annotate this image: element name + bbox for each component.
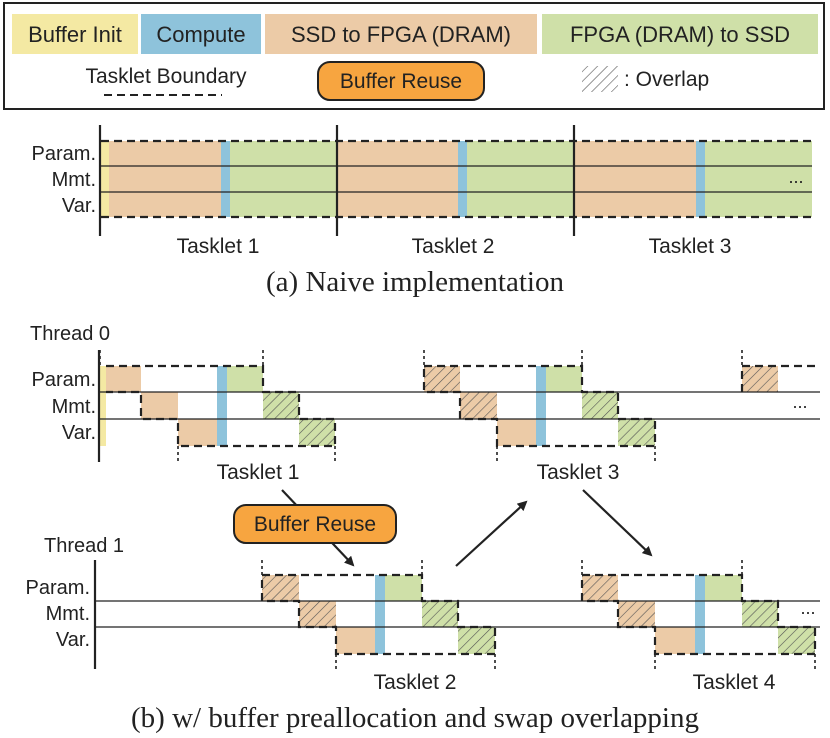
- thread-1-row-label-param: Param.: [26, 577, 90, 599]
- t1-tasklet2-fpga-var-overlap: [458, 627, 495, 654]
- t1-tasklet2-fpga-mmt-overlap: [422, 601, 458, 627]
- t1-tasklet2-ssd-mmt-overlap: [299, 601, 336, 627]
- t1-tasklet4-fpga-param: [705, 575, 742, 601]
- thread-0-buffer-init: [100, 366, 106, 446]
- panel-a: Param. Mmt. Var. ... Tasklet 1 Tasklet 2…: [32, 125, 814, 298]
- legend-label-buffer-reuse: Buffer Reuse: [340, 70, 462, 93]
- t1-tasklet2-ssd-var: [336, 627, 375, 654]
- t0-tasklet5-dashed-outline: [740, 364, 818, 392]
- arrow-tasklet2-to-tasklet3: [455, 500, 528, 567]
- t0-tasklet1-ssd-mmt: [141, 392, 178, 419]
- t0-tasklet3-fpga-mmt-overlap: [582, 392, 618, 419]
- thread-1-label: Thread 1: [44, 535, 124, 557]
- t1-tasklet4-ssd-mmt-overlap: [618, 601, 655, 627]
- t1-tasklet4-fpga-mmt-overlap: [742, 601, 778, 627]
- thread-0-row-label-var: Var.: [62, 422, 96, 444]
- panel-a-caption: (a) Naive implementation: [266, 266, 564, 298]
- t1-tasklet4-ssd-param-overlap: [582, 575, 618, 601]
- t0-tasklet-1-label: Tasklet 1: [217, 461, 300, 484]
- legend-label-fpga-to-ssd: FPGA (DRAM) to SSD: [570, 22, 790, 47]
- panel-a-t2-fpga-to-ssd: [467, 141, 574, 217]
- panel-a-tasklet-1-label: Tasklet 1: [177, 235, 260, 258]
- thread-0-row-label-param: Param.: [32, 369, 96, 391]
- t0-tasklet3-compute: [536, 366, 546, 446]
- panel-a-t2-compute: [458, 141, 467, 217]
- panel-a-tasklet-3-label: Tasklet 3: [649, 235, 732, 258]
- t1-tasklet2-fpga-param: [385, 575, 422, 601]
- t0-tasklet3-fpga-var-overlap: [618, 419, 655, 446]
- t1-tasklet4-fpga-var-overlap: [778, 627, 815, 654]
- panel-a-row-label-param: Param.: [32, 143, 96, 165]
- arrow-tasklet3-to-tasklet4: [582, 489, 653, 557]
- legend-swatch-buffer-init: [12, 14, 138, 54]
- panel-a-row-label-mmt: Mmt.: [52, 169, 96, 191]
- thread-1-ellipsis: ...: [800, 598, 815, 618]
- panel-a-ellipsis: ...: [788, 167, 803, 187]
- thread-0-ellipsis: ...: [792, 392, 807, 412]
- t1-tasklet-2-label: Tasklet 2: [374, 671, 457, 694]
- t0-tasklet1-fpga-var-overlap: [299, 419, 335, 446]
- t1-tasklet-4-label: Tasklet 4: [693, 671, 776, 694]
- panel-a-t1-ssd-to-fpga: [109, 141, 221, 217]
- t0-tasklet1-fpga-param: [227, 366, 263, 392]
- t0-tasklet1-ssd-var: [178, 419, 217, 446]
- panel-a-t3-compute: [696, 141, 705, 217]
- panel-a-tasklet-2-label: Tasklet 2: [412, 235, 495, 258]
- panel-b-arrows: Buffer Reuse: [233, 489, 653, 567]
- t0-tasklet3-ssd-mmt-overlap: [460, 392, 497, 419]
- panel-a-t1-fpga-to-ssd: [230, 141, 337, 217]
- panel-b-caption: (b) w/ buffer preallocation and swap ove…: [131, 702, 699, 734]
- panel-a-row-label-var: Var.: [62, 195, 96, 217]
- buffer-reuse-callout: [233, 504, 397, 544]
- legend-label-ssd-to-fpga: SSD to FPGA (DRAM): [291, 22, 511, 47]
- panel-a-t3-ssd-to-fpga: [574, 141, 696, 217]
- t0-tasklet1-ssd-param: [106, 366, 141, 392]
- buffer-reuse-callout-label: Buffer Reuse: [254, 513, 376, 536]
- legend-frame: [3, 2, 825, 110]
- panel-a-t3-fpga-to-ssd: [705, 141, 812, 217]
- t0-tasklet1-dashed-outline: [106, 364, 337, 448]
- legend-label-buffer-init: Buffer Init: [28, 22, 122, 47]
- legend-swatch-compute: [141, 14, 261, 54]
- legend-swatch-ssd-to-fpga: [265, 14, 537, 54]
- thread-0-row-label-mmt: Mmt.: [52, 396, 96, 418]
- panel-a-t1-compute: [221, 141, 230, 217]
- t0-tasklet5-ssd-param-overlap: [742, 366, 778, 392]
- t1-tasklet2-compute: [375, 575, 385, 654]
- t0-tasklet3-ssd-param-overlap: [424, 366, 460, 392]
- t1-tasklet2-ssd-param-overlap: [262, 575, 299, 601]
- thread-0-label: Thread 0: [30, 323, 110, 345]
- panel-a-t1-buffer-init: [101, 141, 109, 217]
- legend-swatch-overlap: [582, 66, 618, 92]
- t1-tasklet4-compute: [695, 575, 705, 654]
- legend: Buffer Init Compute SSD to FPGA (DRAM) F…: [3, 2, 825, 110]
- t0-tasklet-3-label: Tasklet 3: [537, 461, 620, 484]
- legend-label-overlap: : Overlap: [624, 68, 709, 91]
- legend-swatch-fpga-to-ssd: [542, 14, 818, 54]
- legend-label-compute: Compute: [156, 22, 245, 47]
- t0-tasklet3-ssd-var: [497, 419, 536, 446]
- t0-tasklet3-fpga-param: [546, 366, 582, 392]
- panel-a-t2-ssd-to-fpga: [337, 141, 458, 217]
- t0-tasklet1-fpga-mmt-overlap: [263, 392, 299, 419]
- legend-label-tasklet-boundary: Tasklet Boundary: [85, 65, 247, 88]
- t1-tasklet4-ssd-var: [655, 627, 695, 654]
- t0-tasklet1-compute: [217, 366, 227, 446]
- thread-1-row-label-mmt: Mmt.: [46, 603, 90, 625]
- thread-1-row-label-var: Var.: [56, 629, 90, 651]
- panel-b-thread-1: Thread 1 Param. Mmt. Var. ...: [26, 535, 820, 694]
- panel-b-thread-0: Thread 0 Param. Mmt. Var.: [30, 323, 820, 484]
- legend-buffer-reuse-badge: [317, 61, 485, 101]
